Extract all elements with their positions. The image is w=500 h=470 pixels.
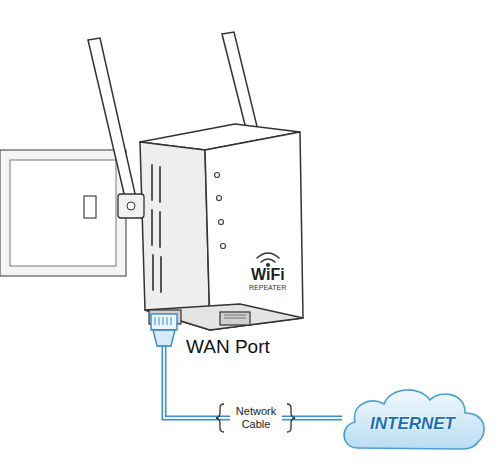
port-label: WAN Port [186,336,270,358]
status-leds [215,173,226,249]
model-text: REPEATER [249,284,286,292]
brand-text: WiFi [251,266,285,284]
outlet-slot [84,196,96,218]
wall-plate-inner [10,160,116,266]
wall-plate [0,150,126,276]
left-antenna [88,38,144,218]
internet-cloud: INTERNET [338,382,490,454]
rj45-plug [151,314,177,346]
vent-slots [152,165,161,292]
cable-label: Network Cable [230,404,282,431]
wifi-logo-arcs [257,253,279,266]
cloud-label: INTERNET [370,415,455,434]
repeater-device: WiFiREPEATER [120,118,310,333]
cable-brackets [216,404,295,432]
repeater-body [140,124,303,330]
